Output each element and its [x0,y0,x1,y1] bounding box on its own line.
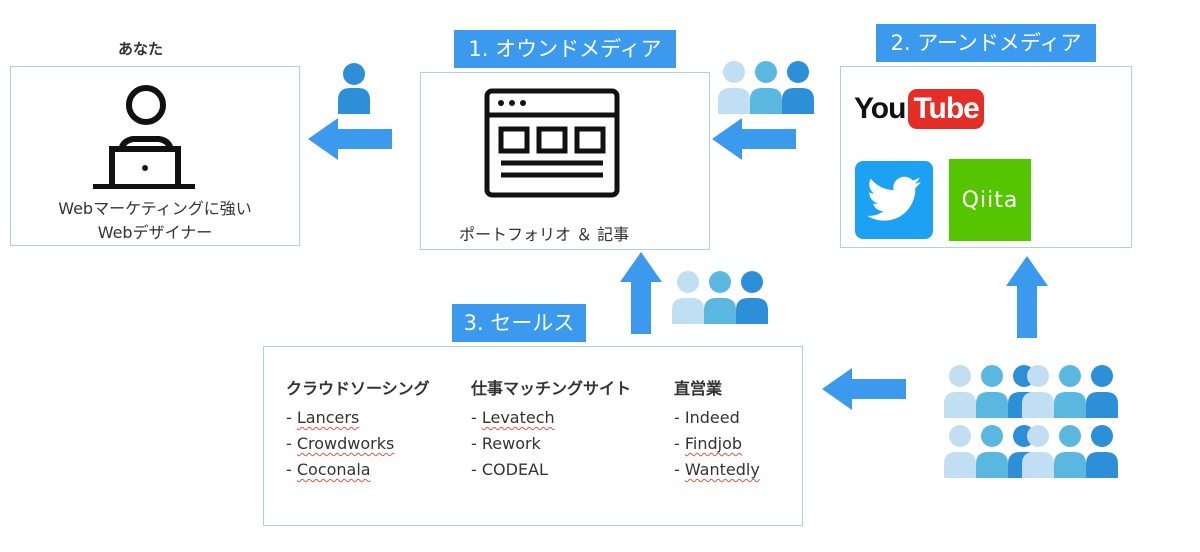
list-item: - Findjob [674,434,743,453]
arrow-left-crowd-to-sales [822,368,906,410]
earned-media-box: You Tube Qiita [840,66,1132,248]
list-item: - Wantedly [674,460,760,479]
owned-media-tag: 1. オウンドメディア [454,30,676,68]
sales-column-crowdsourcing: クラウドソーシング - Lancers - Crowdworks - Cocon… [286,375,430,483]
arrow-left-earned-to-owned [712,118,796,160]
twitter-bird-icon [867,176,921,221]
earned-media-tag: 2. アーンドメディア [876,24,1096,62]
twitter-logo [855,161,933,239]
person-icon [338,63,370,114]
sales-box: クラウドソーシング - Lancers - Crowdworks - Cocon… [263,346,803,526]
list-item: - Levatech [471,408,555,427]
list-item: - CODEAL [471,460,548,479]
sales-column-direct: 直営業 - Indeed - Findjob - Wantedly [674,375,760,483]
you-description-line1: Webマーケティングに強い [58,199,252,218]
youtube-you: You [854,92,906,125]
you-box: Webマーケティングに強い Webデザイナー [10,66,300,246]
list-item: - Coconala [286,460,371,479]
list-item: - Lancers [286,408,360,427]
youtube-logo: You Tube [854,89,984,129]
owned-media-box: ポートフォリオ ＆ 記事 [420,72,710,250]
people-group-icon [718,61,814,114]
person-at-laptop-icon [93,85,195,189]
arrow-left-owned-to-you [308,118,392,160]
column-title: 直営業 [674,379,723,398]
list-item: - Crowdworks [286,434,395,453]
list-item: - Indeed [674,408,740,427]
people-group-icon [1022,425,1118,478]
list-item: - Rework [471,434,541,453]
you-description-line2: Webデザイナー [97,223,213,242]
owned-media-caption: ポートフォリオ ＆ 記事 [459,225,630,244]
column-title: 仕事マッチングサイト [471,379,632,398]
people-group-icon [672,271,768,324]
youtube-tube: Tube [908,89,984,129]
qiita-text: Qiita [961,187,1019,213]
arrow-up-crowd-to-earned [1006,256,1048,338]
people-group-icon [1022,365,1118,418]
you-caption: あなた [118,40,164,58]
column-title: クラウドソーシング [286,379,430,398]
sales-tag: 3. セールス [452,304,586,342]
arrow-up-sales-to-owned [620,252,662,334]
qiita-logo: Qiita [949,159,1031,241]
people-group-icon [944,425,1040,478]
sales-column-matching-sites: 仕事マッチングサイト - Levatech - Rework - CODEAL [471,375,631,483]
browser-window-icon [484,88,620,198]
